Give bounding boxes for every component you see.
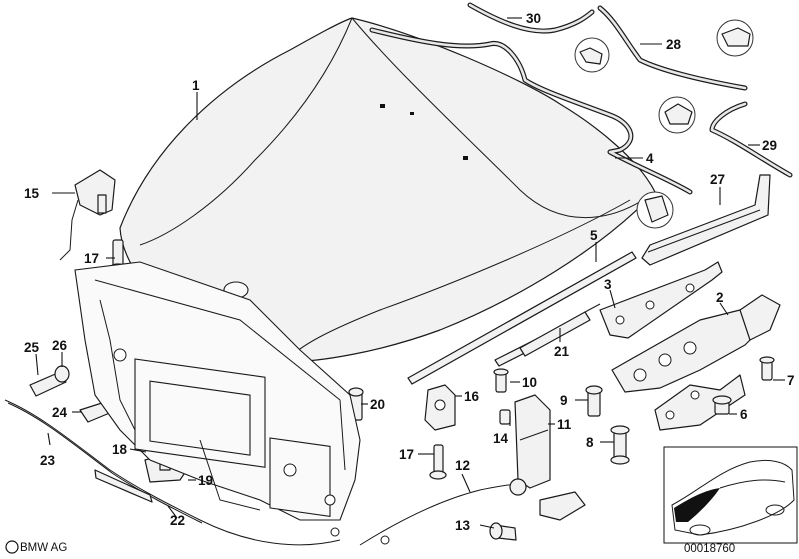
callout-15: 15: [24, 186, 40, 201]
callout-30: 30: [526, 11, 541, 26]
clip-detail-views: [574, 19, 754, 229]
callout-11: 11: [557, 417, 572, 432]
footer: BMW AG 00018760: [5, 540, 735, 555]
callout-2: 2: [716, 290, 724, 305]
callout-29: 29: [762, 138, 777, 153]
callout-14: 14: [493, 431, 509, 446]
hood-hinge: [599, 261, 781, 431]
callout-12: 12: [455, 458, 470, 473]
callout-24: 24: [52, 405, 68, 420]
vehicle-locator-inset: [663, 446, 798, 544]
callout-4: 4: [646, 151, 654, 166]
callout-7: 7: [787, 373, 795, 388]
bmw-logo-icon: [5, 540, 19, 554]
callout-26: 26: [52, 338, 68, 353]
callout-5: 5: [590, 228, 598, 243]
callout-numbers: 1 2 3 4 5 6 7 8 9 10 11 12 13 14 15 16 1…: [24, 11, 795, 533]
release-cables: [4, 399, 527, 546]
callout-6: 6: [740, 407, 748, 422]
diagram-number: 00018760: [684, 543, 735, 555]
callout-9: 9: [560, 393, 568, 408]
callout-17-top: 17: [84, 251, 99, 266]
callout-17-bottom: 17: [399, 447, 414, 462]
hood-seal-strips: [369, 2, 793, 266]
callout-22: 22: [170, 513, 185, 528]
front-panel-frame: [74, 261, 361, 521]
callout-18: 18: [112, 442, 128, 457]
callout-27: 27: [710, 172, 725, 187]
callout-19: 19: [198, 473, 213, 488]
callout-10: 10: [522, 375, 537, 390]
callout-21: 21: [554, 344, 570, 359]
callout-25: 25: [24, 340, 40, 355]
callout-20: 20: [370, 397, 385, 412]
callout-13: 13: [455, 518, 471, 533]
leader-lines: [35, 17, 785, 529]
callout-23: 23: [40, 453, 56, 468]
callout-16: 16: [464, 389, 480, 404]
callout-28: 28: [666, 37, 682, 52]
callout-8: 8: [586, 435, 594, 450]
copyright-text: BMW AG: [20, 542, 67, 554]
callout-1: 1: [192, 78, 200, 93]
callout-3: 3: [604, 277, 612, 292]
